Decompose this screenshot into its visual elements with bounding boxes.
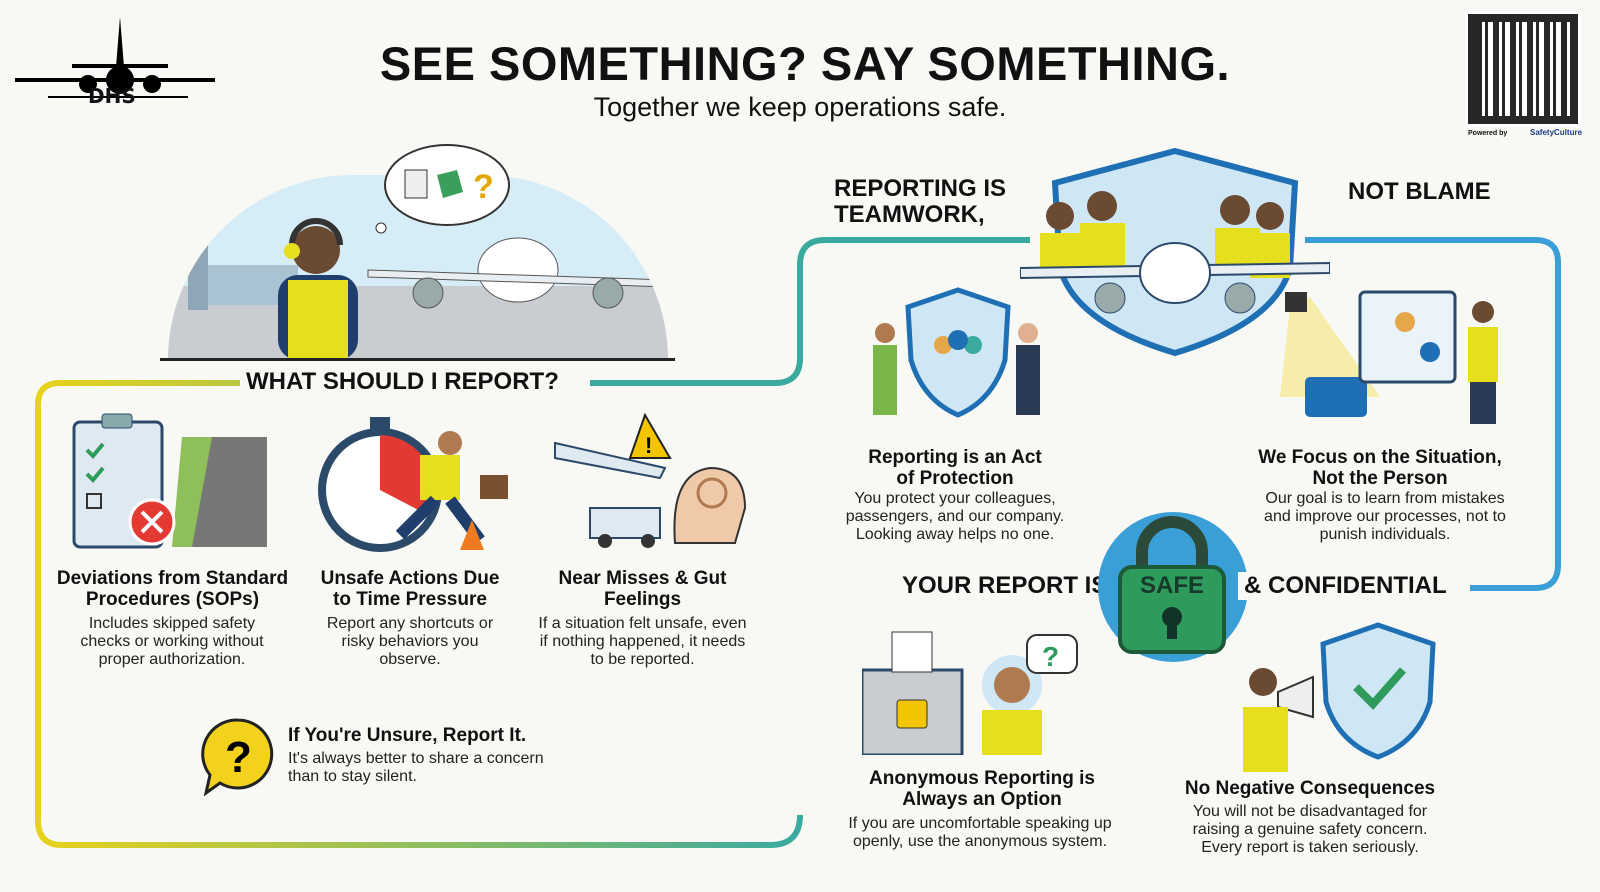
teamwork-heading: REPORTING IS TEAMWORK, — [828, 176, 1028, 228]
logo-text: DHS — [88, 84, 136, 108]
stopwatch-running-worker-icon — [318, 417, 508, 552]
svg-text:?: ? — [473, 168, 494, 206]
focus-situation-process-icon — [1280, 290, 1498, 424]
page-subtitle: Together we keep operations safe. — [593, 92, 1007, 122]
protection-title: Reporting is an Act of Protection — [868, 447, 1042, 489]
item-time-pressure-title: Unsafe Actions Due to Time Pressure — [320, 568, 500, 610]
unsure-desc: It's always better to share a concern th… — [288, 750, 544, 785]
anonymous-title: Anonymous Reporting is Always an Option — [869, 768, 1095, 810]
item-near-miss-title: Near Misses & Gut Feelings — [558, 568, 727, 610]
svg-text:?: ? — [225, 733, 252, 782]
protection-desc: You protect your colleagues, passengers,… — [845, 490, 1065, 543]
dhs-logo: DHS — [10, 12, 215, 108]
qr-brand: SafetyCulture — [1530, 128, 1583, 137]
protection-shield-people-icon — [873, 287, 1040, 418]
divider — [160, 358, 675, 361]
anonymous-desc: If you are uncomfortable speaking up ope… — [848, 815, 1112, 850]
unsure-title: If You're Unsure, Report It. — [288, 725, 527, 746]
section-title-what-to-report: WHAT SHOULD I REPORT? — [240, 368, 565, 396]
page-title: SEE SOMETHING? SAY SOMETHING. — [379, 37, 1231, 90]
qr-powered-by: Powered by — [1468, 130, 1508, 137]
svg-text:!: ! — [645, 433, 652, 458]
focus-desc: Our goal is to learn from mistakes and i… — [1264, 490, 1506, 543]
svg-text:?: ? — [1042, 641, 1059, 672]
item-near-miss-desc: If a situation felt unsafe, even if noth… — [538, 615, 747, 668]
no-negative-title: No Negative Consequences — [1184, 778, 1436, 799]
safe-heading-suffix: & CONFIDENTIAL — [1238, 572, 1453, 600]
not-blame-heading: NOT BLAME — [1342, 178, 1497, 206]
airplane-logo-icon — [15, 17, 215, 98]
focus-title: We Focus on the Situation, Not the Perso… — [1258, 447, 1502, 489]
safe-heading-prefix: YOUR REPORT IS — [896, 572, 1114, 600]
padlock-shape — [1118, 516, 1226, 654]
item-sop-desc: Includes skipped safety checks or workin… — [80, 615, 264, 668]
team-shield-airplane-icon — [1020, 148, 1330, 357]
no-negative-desc: You will not be disadvantaged for raisin… — [1192, 803, 1428, 856]
near-miss-plane-truck-icon: ! — [554, 413, 747, 548]
thought-bubble-icon: ? — [375, 144, 510, 234]
sop-checklist-icon — [72, 413, 267, 549]
item-time-pressure-desc: Report any shortcuts or risky behaviors … — [326, 615, 494, 668]
airport-ramp-illustration — [168, 175, 668, 360]
safe-word: SAFE — [1139, 572, 1204, 599]
item-sop-title: Deviations from Standard Procedures (SOP… — [56, 568, 289, 610]
no-negative-megaphone-shield-icon — [1243, 622, 1436, 772]
qr-code[interactable] — [1465, 11, 1581, 127]
anonymous-ballot-box-icon: ? — [862, 631, 1078, 755]
question-mark-bubble-icon: ? — [201, 718, 274, 797]
